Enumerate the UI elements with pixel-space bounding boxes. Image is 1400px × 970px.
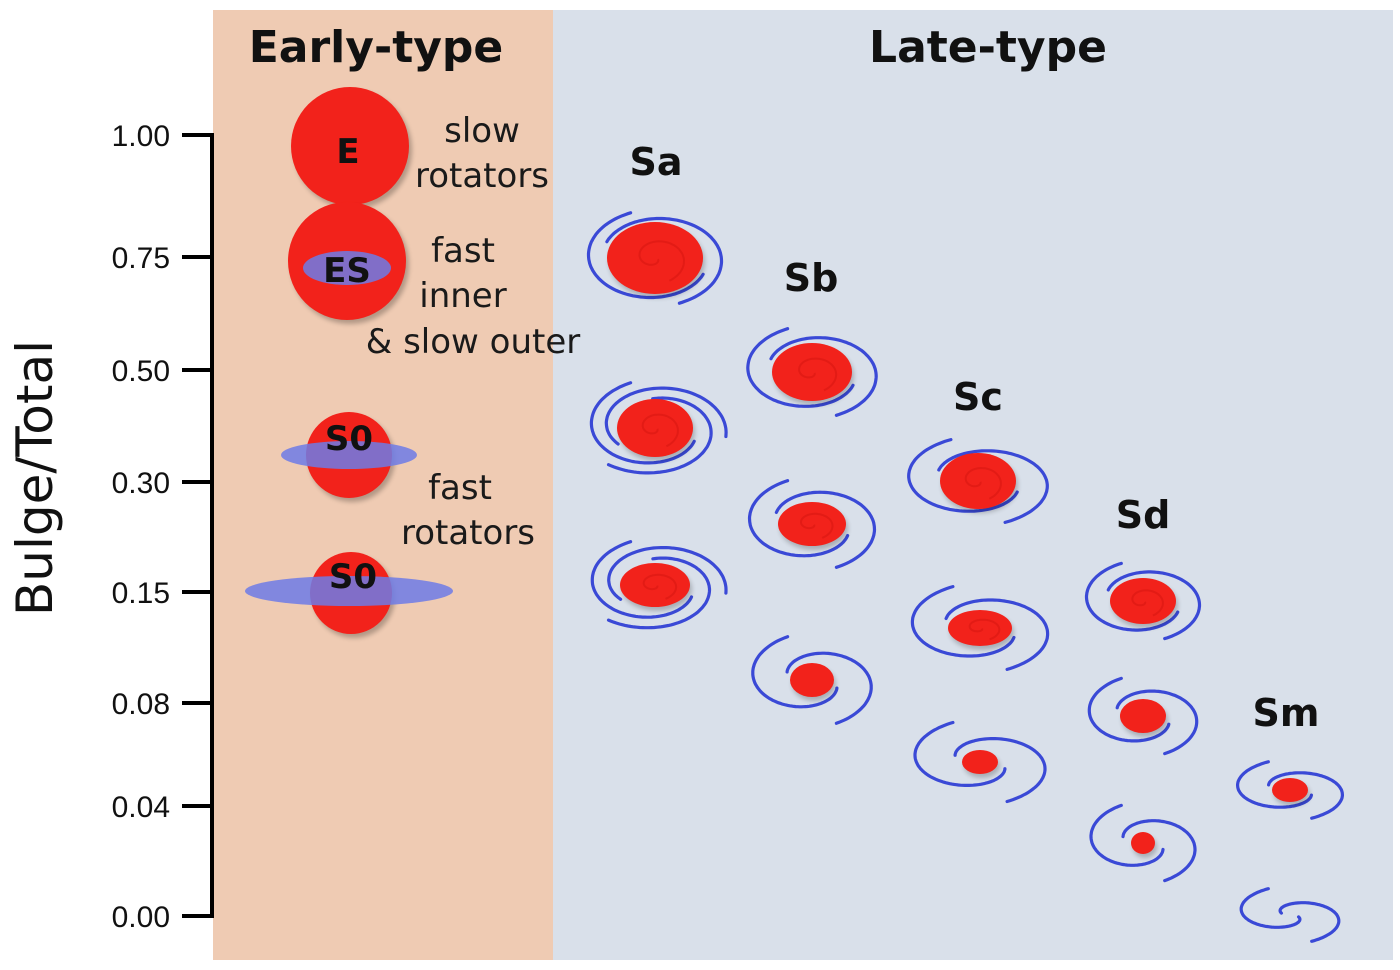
y-tick-label: 0.08: [112, 688, 170, 721]
annotation-slow: slow: [444, 111, 520, 151]
spiral-arm: [1084, 561, 1180, 632]
galaxy-ES: ES: [288, 202, 409, 324]
bulge-swirl: [968, 618, 1001, 641]
galaxy-bulge: [790, 663, 834, 697]
late-type-galaxies: [586, 211, 1344, 943]
spiral-arm: [751, 635, 839, 709]
spiral-arm: [747, 479, 850, 558]
annotation-inner: inner: [419, 276, 506, 316]
galaxy-bulge: [1272, 778, 1308, 802]
bulge-swirl: [798, 357, 838, 392]
galaxy-label-S0: S0: [329, 557, 377, 597]
spiral-galaxy-Sc: [913, 720, 1047, 804]
spiral-arm: [1121, 819, 1197, 883]
spiral-galaxy-Sb: [746, 327, 878, 417]
spiral-arm: [937, 449, 1049, 524]
spiral-arm: [606, 396, 713, 475]
column-label-Sb: Sb: [784, 256, 839, 300]
early-type-header: Early-type: [249, 22, 504, 73]
spiral-arm: [910, 585, 1016, 658]
spiral-arm: [774, 490, 877, 569]
galaxy-bulge: [1131, 832, 1155, 854]
bulge-swirl: [800, 512, 834, 539]
galaxy-bulge: [1110, 578, 1176, 624]
galaxy-bulge: [1120, 699, 1166, 733]
annotation-fast: fast: [431, 231, 495, 271]
spiral-arm: [604, 386, 728, 446]
annotation-rotators: rotators: [401, 513, 535, 553]
galaxy-bulge: [772, 343, 852, 401]
spiral-galaxy-Sb: [747, 479, 877, 569]
galaxy-label-ES: ES: [323, 251, 371, 291]
annotation-slow-outer: & slow outer: [366, 322, 580, 362]
spiral-arm: [605, 216, 724, 305]
spiral-galaxy-Sd: [1087, 676, 1199, 756]
y-tick-label: 0.00: [112, 901, 170, 934]
spiral-galaxy-Sd: [1084, 561, 1202, 641]
spiral-galaxy-Sc: [910, 585, 1050, 671]
spiral-galaxy-Sa: [590, 540, 728, 630]
spiral-galaxy-Sb: [751, 635, 873, 725]
spiral-arm: [606, 556, 712, 630]
spiral-galaxy-Sc: [907, 438, 1049, 524]
spiral-arm: [589, 381, 696, 465]
spiral-galaxy-Sm: [1236, 760, 1344, 820]
spiral-arm: [944, 598, 1050, 671]
spiral-arm: [1087, 676, 1171, 743]
galaxy-bulge: [962, 750, 998, 774]
y-axis: 1.00 0.75 0.50 0.30 0.15 0.08 0.04 0.00 …: [6, 120, 214, 934]
column-label-Sc: Sc: [953, 375, 1003, 419]
galaxy-label-E: E: [336, 132, 359, 172]
galaxy-bulge: [940, 453, 1016, 509]
y-tick-label: 0.04: [112, 791, 170, 824]
annotation-rotators: rotators: [415, 156, 549, 196]
galaxy-bulge: [948, 610, 1012, 646]
bulge-swirl: [641, 413, 679, 448]
spiral-arm: [1267, 771, 1344, 820]
spiral-arm: [769, 336, 878, 417]
galaxy-bulge: [620, 563, 690, 607]
y-tick-label: 0.75: [112, 242, 170, 275]
bulge-swirl: [1131, 589, 1164, 617]
spiral-galaxy-Sd: [1089, 803, 1197, 883]
spiral-arm: [1239, 887, 1302, 929]
lenticular-galaxy-S0-upper: S0: [281, 412, 417, 502]
spiral-arm: [953, 737, 1047, 804]
y-tick-label: 0.30: [112, 467, 170, 500]
spiral-arm: [1115, 689, 1199, 756]
spiral-arm: [1278, 901, 1341, 943]
spiral-arm: [607, 546, 728, 601]
y-tick-label: 1.00: [112, 120, 170, 153]
spiral-arm: [590, 540, 694, 619]
y-axis-label: Bulge/Total: [6, 340, 64, 616]
spiral-arm: [1089, 803, 1165, 867]
bulge-swirl: [638, 240, 686, 282]
late-type-header: Late-type: [869, 22, 1107, 73]
column-label-Sm: Sm: [1253, 691, 1320, 735]
galaxy-bulge: [617, 399, 693, 457]
y-tick-label: 0.15: [112, 577, 170, 610]
galaxy-label-S0: S0: [325, 419, 373, 459]
galaxy-bulge: [778, 502, 846, 546]
spiral-galaxy-Sa: [586, 211, 724, 305]
spiral-arm: [785, 651, 873, 725]
elliptical-galaxy-E: E: [291, 87, 412, 209]
annotation-fast: fast: [428, 468, 492, 508]
column-label-Sa: Sa: [629, 140, 682, 184]
bulge-swirl: [964, 466, 1002, 500]
column-label-Sd: Sd: [1116, 493, 1171, 537]
spiral-galaxy-Sa: [589, 381, 728, 475]
y-tick-label: 0.50: [112, 355, 170, 388]
lenticular-galaxy-S0-lower: S0: [245, 552, 453, 638]
spiral-arm: [1106, 570, 1202, 641]
bulge-swirl: [642, 573, 678, 600]
spiral-galaxy-Sm: [1239, 887, 1341, 943]
spiral-arm: [913, 720, 1007, 787]
galaxy-bulge: [607, 222, 703, 294]
